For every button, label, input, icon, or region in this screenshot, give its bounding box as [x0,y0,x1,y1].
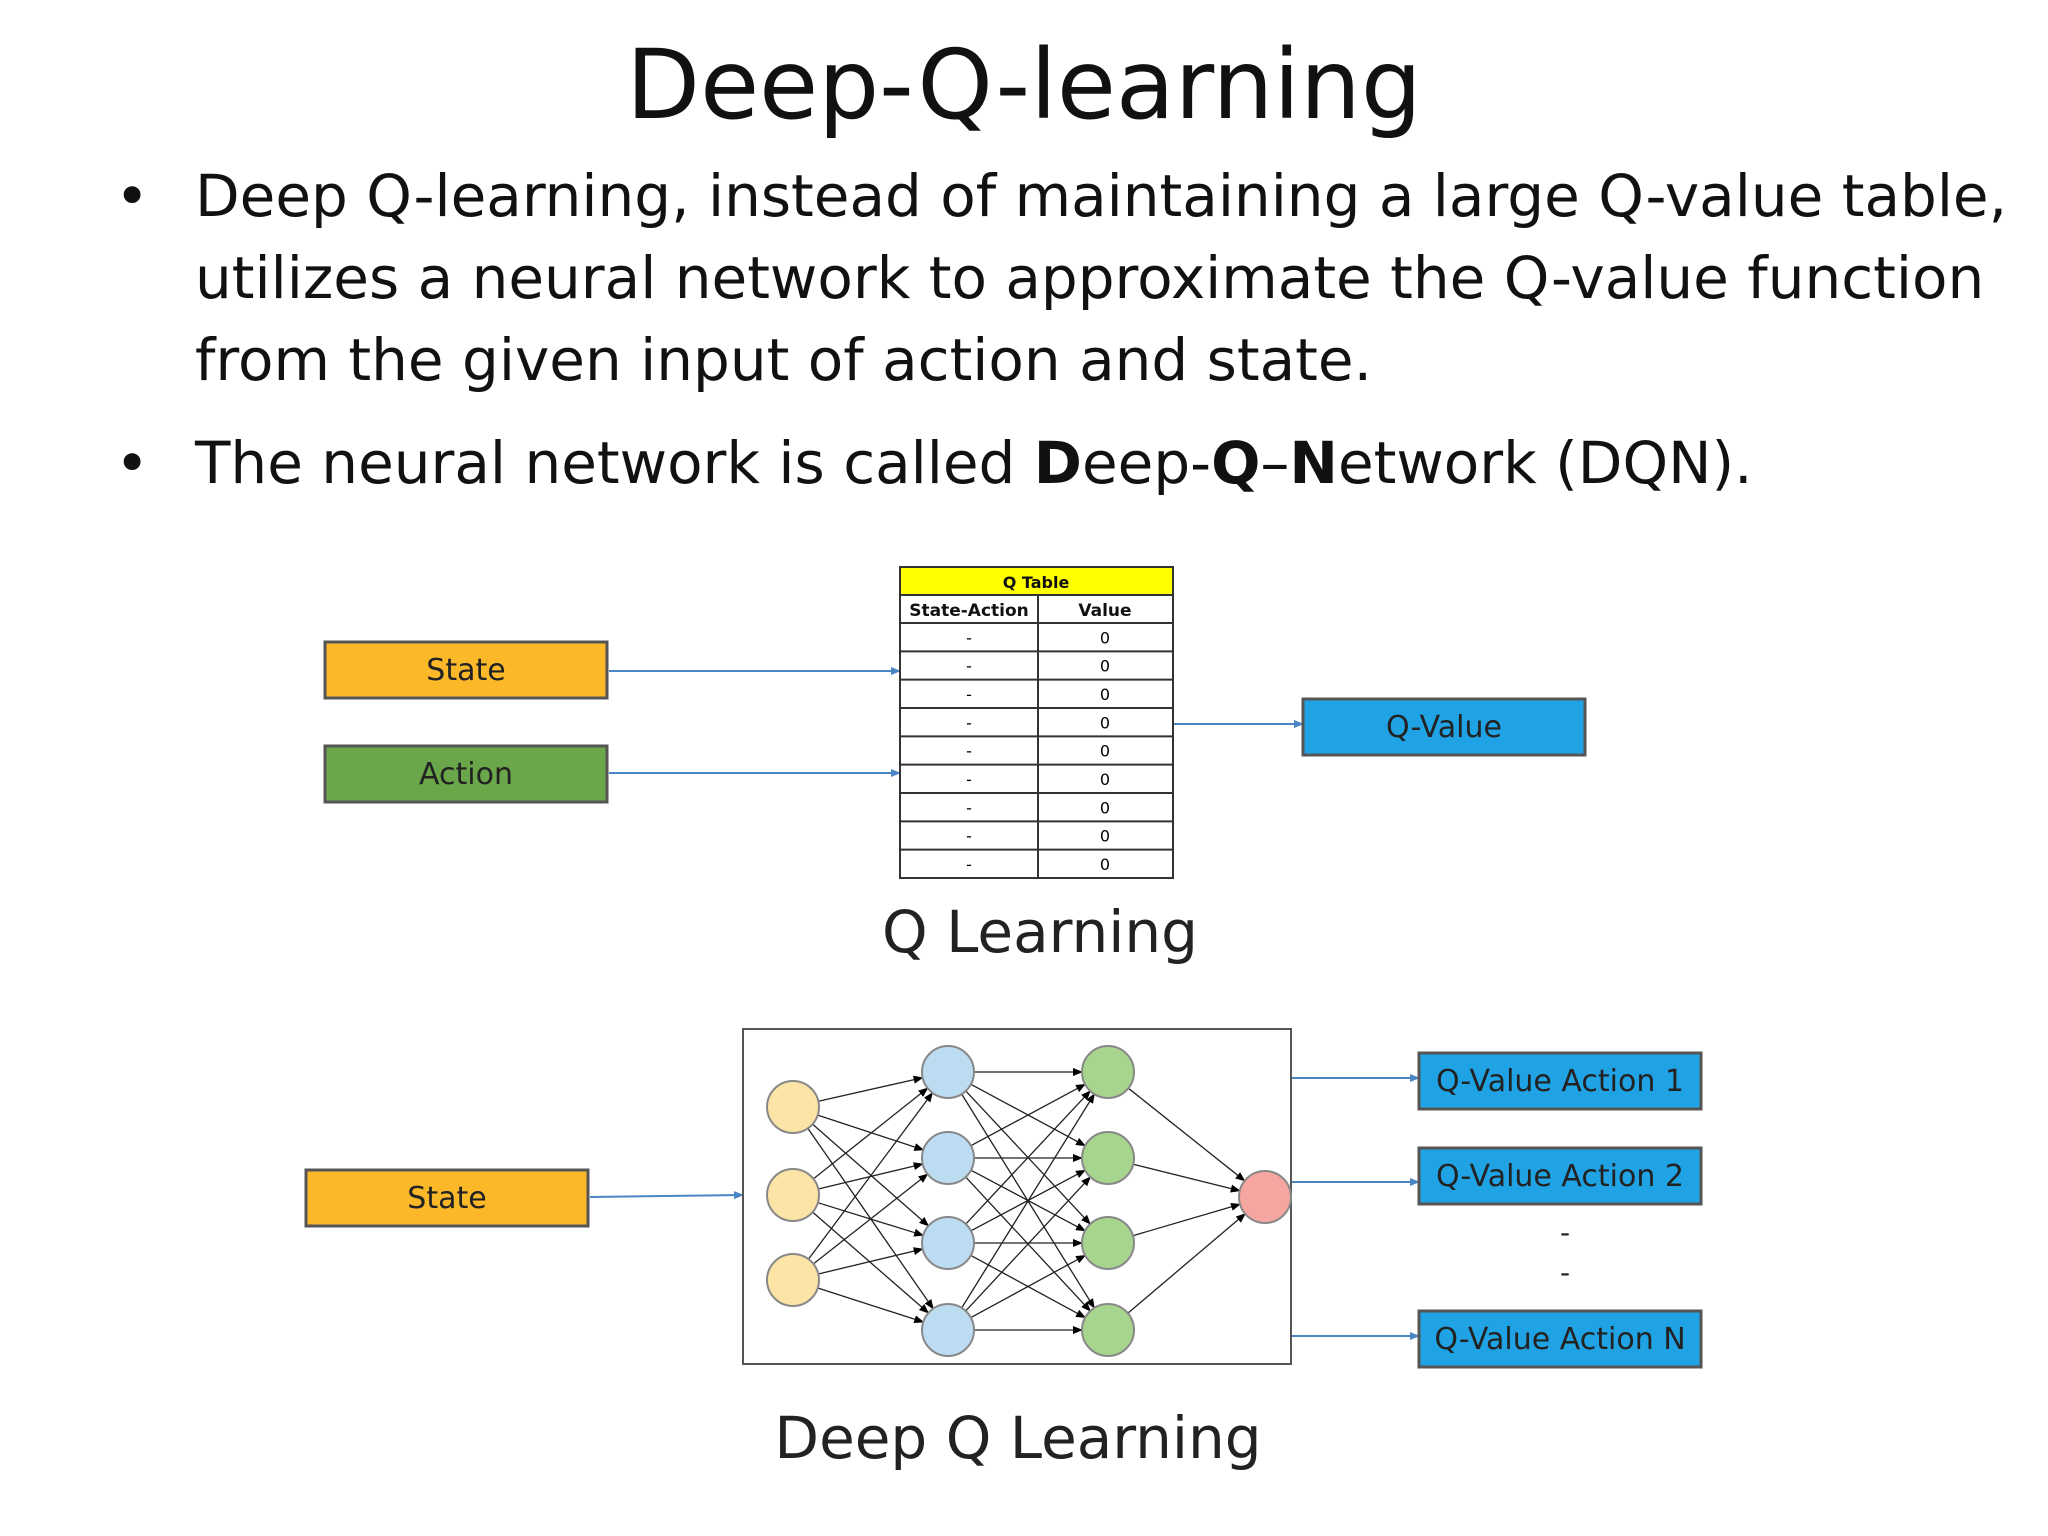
q-table-cell-state-action: - [966,713,972,732]
q-table-cell-value: 0 [1100,798,1110,817]
q-table-cell-value: 0 [1100,827,1110,846]
network-edge [818,1075,924,1102]
q-table-cell-state-action: - [966,628,972,647]
network-frame [742,1028,1292,1365]
q-table-cell-value: 0 [1100,713,1110,732]
q-value-box: Q-Value [1301,697,1587,757]
hidden-node-layer-1 [921,1131,975,1185]
q-learning-diagram: State Action Q Table State-Action Value … [323,566,1587,966]
network-edge [817,1287,925,1324]
q-learning-caption: Q Learning [882,898,1198,966]
hidden-node-layer-2 [1081,1303,1135,1357]
network-edge [961,1093,1095,1309]
network-nodes [766,1045,1292,1357]
bullet-dot: • [115,429,150,497]
network-edge [1127,1213,1246,1314]
bullet-1-text: Deep Q-learning, instead of maintaining … [195,162,2008,394]
q-table: Q Table State-Action Value -0-0-0-0-0-0-… [899,566,1174,879]
q-state-box: State [323,640,609,700]
ellipsis-dash: - [1560,1216,1570,1249]
q-action-label: Action [419,757,513,792]
input-node [766,1253,820,1307]
hidden-node-layer-2 [1081,1216,1135,1270]
q-table-cell-value: 0 [1100,628,1110,647]
q-table-cell-state-action: - [966,742,972,761]
q-table-cell-value: 0 [1100,742,1110,761]
deep-q-learning-caption: Deep Q Learning [774,1404,1261,1472]
network-edge [817,1114,925,1151]
dq-state-box: State [304,1168,590,1228]
network-edge [812,1087,929,1180]
bullet-2-part: etwork (DQN). [1337,429,1753,497]
network-edge [812,1211,930,1314]
q-value-action-1-label: Q-Value Action 1 [1436,1064,1684,1099]
q-table-cell-state-action: - [966,798,972,817]
network-edge [965,1176,1091,1312]
q-value-label: Q-Value [1386,710,1502,745]
q-table-header-state-action: State-Action [909,601,1029,621]
bullet-2-part: D [1033,429,1082,497]
bullet-2-part: – [1260,429,1290,497]
network-edge [808,1092,934,1260]
bullet-2-prefix: The neural network is called [195,429,1034,497]
bullet-2-part: eep- [1081,429,1212,497]
ellipsis-dash: - [1560,1256,1570,1289]
q-value-action-1-box: Q-Value Action 1 [1417,1051,1703,1111]
network-edge [970,1083,1086,1147]
network-edges [807,1068,1246,1334]
hidden-node-layer-2 [1081,1045,1135,1099]
q-table-cell-value: 0 [1100,770,1110,789]
q-table-cell-state-action: - [966,657,972,676]
hidden-node-layer-2 [1081,1131,1135,1185]
network-edge [813,1173,929,1265]
hidden-node-layer-1 [921,1216,975,1270]
network-edge [818,1247,924,1275]
network-edge [965,1090,1091,1225]
network-edge [1132,1203,1242,1237]
bullet-2-text: The neural network is called Deep-Q–Netw… [195,422,2048,504]
q-value-action-2-box: Q-Value Action 2 [1417,1146,1703,1206]
q-table-rows: - 0 - 0 - 0 - 0 - 0 - 0 - 0 - 0 - 0 [900,628,1173,874]
input-node [766,1168,820,1222]
q-table-cell-value: 0 [1100,685,1110,704]
q-value-action-2-label: Q-Value Action 2 [1436,1159,1684,1194]
q-table-cell-state-action: - [966,827,972,846]
bullet-dot: • [115,162,150,230]
q-table-header-value: Value [1078,601,1131,621]
q-value-action-n-box: Q-Value Action N [1417,1309,1703,1369]
q-table-cell-value: 0 [1100,855,1110,874]
network-edge [1133,1163,1241,1193]
q-table-cell-value: 0 [1100,657,1110,676]
slide-title: Deep-Q-learning [626,29,1422,141]
q-table-cell-state-action: - [966,770,972,789]
q-action-box: Action [323,744,609,804]
output-node [1238,1170,1292,1224]
input-node [766,1080,820,1134]
bullet-2-part: Q [1211,429,1261,497]
q-table-title: Q Table [1003,573,1070,592]
q-table-cell-state-action: - [966,855,972,874]
hidden-node-layer-1 [921,1045,975,1099]
q-state-label: State [426,653,505,688]
dq-state-label: State [407,1181,486,1216]
network-edge [970,1254,1087,1319]
hidden-node-layer-1 [921,1303,975,1357]
arrow-state-to-network [589,1191,744,1200]
network-edge [1127,1087,1246,1182]
deep-q-learning-diagram: State Q-Value Action 1 Q-Value Action 2 … [304,1028,1703,1472]
bullet-2-part: N [1289,429,1338,497]
q-table-cell-state-action: - [966,685,972,704]
q-value-action-n-label: Q-Value Action N [1434,1322,1685,1357]
